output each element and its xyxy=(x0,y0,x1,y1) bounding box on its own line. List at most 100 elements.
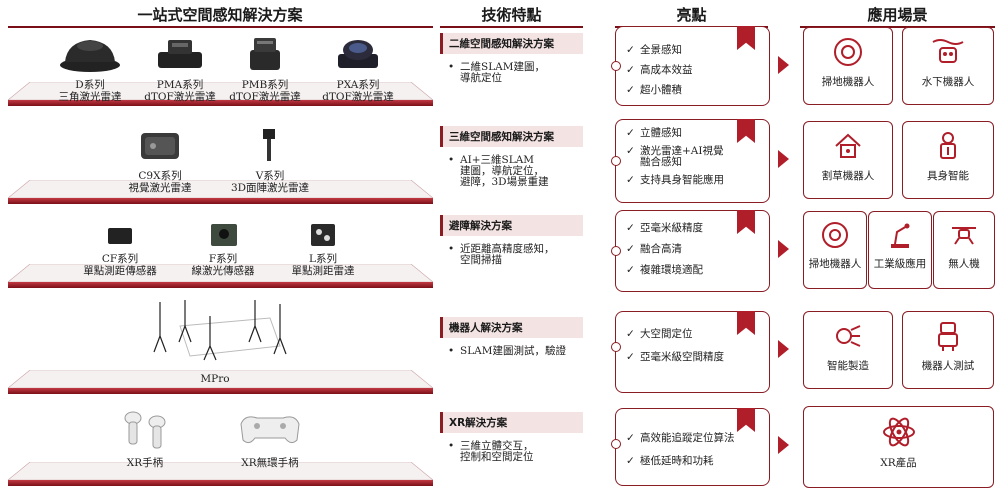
highlight-item: ✓支持具身智能應用 xyxy=(626,174,724,186)
header-products: 一站式空間感知解決方案 xyxy=(137,6,303,24)
highlights-box: ✓全景感知 ✓高成本效益 ✓超小體積 xyxy=(611,26,770,106)
product-xr-controller: XR手柄 xyxy=(85,408,205,469)
highlight-item: ✓亞毫米級空間精度 xyxy=(626,351,724,363)
highlight-item: ✓融合高清 xyxy=(626,243,682,255)
highlight-item: ✓極低延時和功耗 xyxy=(626,455,714,467)
app-label: 具身智能 xyxy=(927,170,969,182)
product-series-label: L系列 xyxy=(309,253,337,265)
tech-block: 二維空間感知解決方案 •二維SLAM建圖， 導航定位 xyxy=(440,33,583,103)
arrow-right-icon xyxy=(778,56,789,74)
drone-icon xyxy=(952,227,976,245)
product-pma-series: PMA系列 dTOF激光雷達 xyxy=(120,32,240,103)
highlight-item: ✓全景感知 xyxy=(626,44,682,56)
product-series-label: V系列 xyxy=(255,170,285,182)
lidar-triangle-device-icon xyxy=(60,40,120,72)
highlights-box: ✓高效能追蹤定位算法 ✓極低延時和功耗 xyxy=(611,408,770,486)
highlight-item: ✓立體感知 xyxy=(626,127,682,139)
bookmark-ribbon-icon xyxy=(737,408,755,432)
product-pxa-series: PXA系列 dTOF激光雷達 xyxy=(298,32,418,103)
highlights-box: ✓立體感知 ✓激光雷達+AI視覺 融合感知 ✓支持具身智能應用 xyxy=(611,119,770,203)
product-series-label: PMA系列 xyxy=(156,79,204,91)
app-card: XR產品 xyxy=(803,406,994,488)
app-label: XR產品 xyxy=(880,457,917,469)
bookmark-ribbon-icon xyxy=(737,210,755,234)
app-label: 掃地機器人 xyxy=(821,76,875,88)
check-icon: ✓ xyxy=(626,264,635,276)
dtof-lidar-device-icon xyxy=(158,40,202,68)
check-icon: ✓ xyxy=(626,328,635,340)
highlight-item: ✓高效能追蹤定位算法 xyxy=(626,432,735,444)
header-tech: 技術特點 xyxy=(481,6,542,24)
product-desc-label: 單點測距雷達 xyxy=(291,265,355,277)
header-apps: 應用場景 xyxy=(867,6,928,24)
tech-title: 機器人解決方案 xyxy=(440,317,583,338)
tech-block: XR解決方案 •三維立體交互， 控制和空間定位 xyxy=(440,412,583,482)
product-platform xyxy=(8,370,433,396)
product-d-series: D系列 三角激光雷達 xyxy=(30,32,150,103)
app-card: 智能製造 xyxy=(803,311,893,389)
arrow-right-icon xyxy=(778,150,789,168)
motion-capture-tripods-image xyxy=(153,300,287,361)
highlights-box: ✓亞毫米級精度 ✓融合高清 ✓複雜環境適配 xyxy=(611,210,770,292)
check-icon: ✓ xyxy=(626,432,635,444)
product-desc-label: 視覺激光雷達 xyxy=(128,182,192,194)
product-platform xyxy=(8,462,433,488)
robot-vacuum-icon xyxy=(834,38,862,66)
product-f-series: F系列 線激光傳感器 xyxy=(163,220,283,277)
product-c9x-series: C9X系列 視覺激光雷達 xyxy=(100,125,220,194)
product-series-label: CF系列 xyxy=(101,253,139,265)
product-pmb-series: PMB系列 dTOF激光雷達 xyxy=(205,32,325,103)
product-platform xyxy=(8,264,433,290)
check-icon: ✓ xyxy=(626,351,635,363)
tech-block: 避障解決方案 •近距離高精度感知， 空間掃描 xyxy=(440,215,583,285)
tech-block: 三維空間感知解決方案 •AI+三維SLAM 建圖，導航定位， 避障，3D場景重建 xyxy=(440,126,583,196)
product-v-series: V系列 3D面陣激光雷達 xyxy=(210,125,330,194)
bullet-dot-icon: • xyxy=(448,440,455,452)
bullet-dot-icon: • xyxy=(448,61,455,73)
highlight-item: ✓大空間定位 xyxy=(626,328,693,340)
xr-controller-device-icon xyxy=(124,411,166,449)
app-card: 掃地機器人 xyxy=(803,27,893,105)
bookmark-ribbon-icon xyxy=(737,119,755,143)
dtof-lidar-device-icon xyxy=(338,40,378,68)
connector-dot xyxy=(611,61,621,71)
product-desc-label: 三角激光雷達 xyxy=(58,91,122,103)
product-series-label: C9X系列 xyxy=(138,170,182,182)
check-icon: ✓ xyxy=(626,64,635,76)
app-label: 機器人測試 xyxy=(921,360,975,372)
tech-title: 二維空間感知解決方案 xyxy=(440,33,583,54)
dtof-lidar-device-icon xyxy=(250,38,280,70)
tech-title: 避障解決方案 xyxy=(440,215,583,236)
tech-bullet: •AI+三維SLAM 建圖，導航定位， 避障，3D場景重建 xyxy=(448,154,549,188)
check-icon: ✓ xyxy=(626,243,635,255)
product-series-label: XR無環手柄 xyxy=(241,457,299,469)
app-card: 具身智能 xyxy=(902,121,994,199)
connector-dot xyxy=(611,342,621,352)
robot-test-icon xyxy=(938,322,958,351)
tech-title: XR解決方案 xyxy=(440,412,583,433)
app-card: 水下機器人 xyxy=(902,27,994,105)
product-desc-label: 單點測距傳感器 xyxy=(83,265,157,277)
header-apps-underline xyxy=(800,26,995,28)
bullet-dot-icon: • xyxy=(448,243,455,255)
single-point-lidar-device-icon xyxy=(311,224,335,246)
header-highlights: 亮點 xyxy=(676,6,707,24)
product-series-label: MPro xyxy=(200,373,230,385)
product-xr-ringless-controller: XR無環手柄 xyxy=(210,408,330,469)
vision-lidar-device-icon xyxy=(141,133,179,159)
product-desc-label: 線激光傳感器 xyxy=(191,265,255,277)
arrow-right-icon xyxy=(778,436,789,454)
product-platform xyxy=(8,180,433,206)
app-card: 工業級應用 xyxy=(868,211,932,289)
product-series-label: PXA系列 xyxy=(336,79,380,91)
highlight-item: ✓複雜環境適配 xyxy=(626,264,703,276)
app-label: 工業級應用 xyxy=(873,258,927,270)
3d-area-lidar-device-icon xyxy=(263,129,275,161)
product-desc-label: 3D面陣激光雷達 xyxy=(230,182,310,194)
app-label: 無人機 xyxy=(948,258,980,270)
header-tech-underline xyxy=(440,26,583,28)
app-label: 水下機器人 xyxy=(921,76,975,88)
tech-block: 機器人解決方案 •SLAM建圖測試，驗證 xyxy=(440,317,583,387)
check-icon: ✓ xyxy=(626,84,635,96)
xr-gamepad-device-icon xyxy=(240,416,300,444)
